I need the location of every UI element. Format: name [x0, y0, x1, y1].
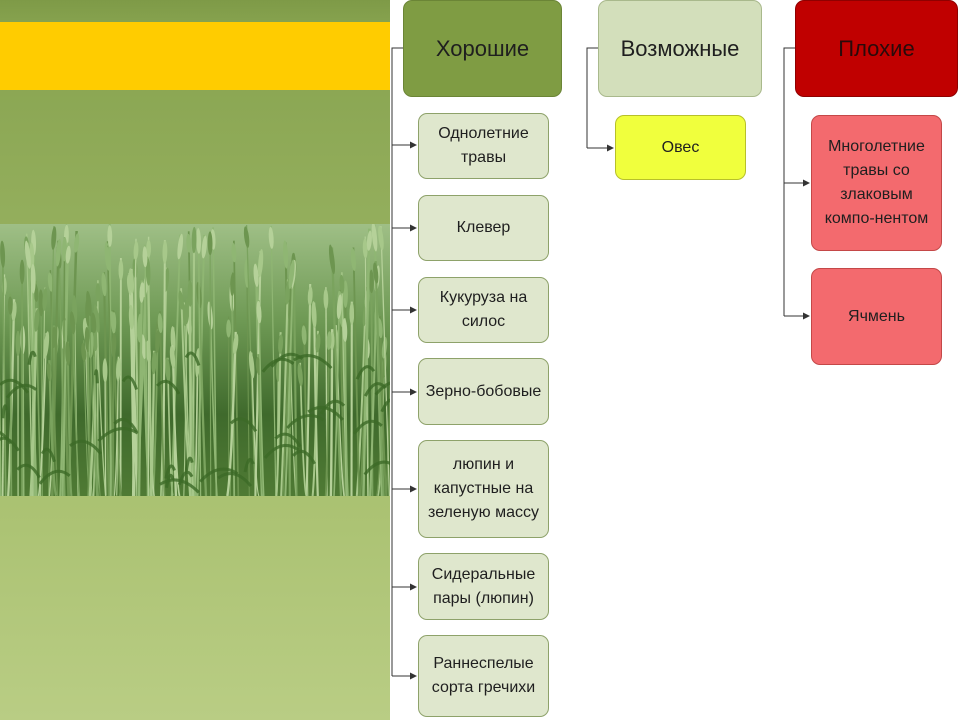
good-item-label: Кукуруза на силос	[439, 289, 528, 330]
bad-item: Многолетние травы со злаковым компо-нент…	[811, 115, 942, 251]
good-item: Сидеральные пары (люпин)	[418, 553, 549, 620]
good-item: Однолетние травы	[418, 113, 549, 179]
header-good-label: Хорошие	[435, 35, 530, 61]
good-item-label: люпин и капустные на зеленую массу	[428, 456, 539, 521]
good-item: Раннеспелые сорта гречихи	[418, 635, 549, 717]
bad-item-label: Ячмень	[848, 307, 905, 325]
header-possible-label: Возможные	[620, 35, 740, 61]
good-item-label: Зерно-бобовые	[425, 382, 542, 400]
good-item: люпин и капустные на зеленую массу	[418, 440, 549, 538]
header-bad: Плохие	[795, 0, 958, 97]
good-item: Зерно-бобовые	[418, 358, 549, 425]
good-item: Кукуруза на силос	[418, 277, 549, 343]
yellow-accent-band	[0, 22, 390, 90]
bad-item-label: Многолетние травы со злаковым компо-нент…	[824, 138, 929, 227]
good-item-label: Раннеспелые сорта гречихи	[431, 655, 536, 696]
good-item: Клевер	[418, 195, 549, 261]
bad-item: Ячмень	[811, 268, 942, 365]
good-item-label: Однолетние травы	[438, 125, 529, 166]
header-possible: Возможные	[598, 0, 762, 97]
header-bad-label: Плохие	[838, 35, 915, 61]
top-strip	[0, 0, 390, 22]
possible-item: Овес	[615, 115, 746, 180]
good-item-label: Сидеральные пары (люпин)	[431, 565, 536, 607]
header-good: Хорошие	[403, 0, 562, 97]
possible-item-label: Овес	[661, 138, 700, 156]
good-item-label: Клевер	[456, 219, 511, 236]
wheat-field-photo	[0, 224, 390, 496]
